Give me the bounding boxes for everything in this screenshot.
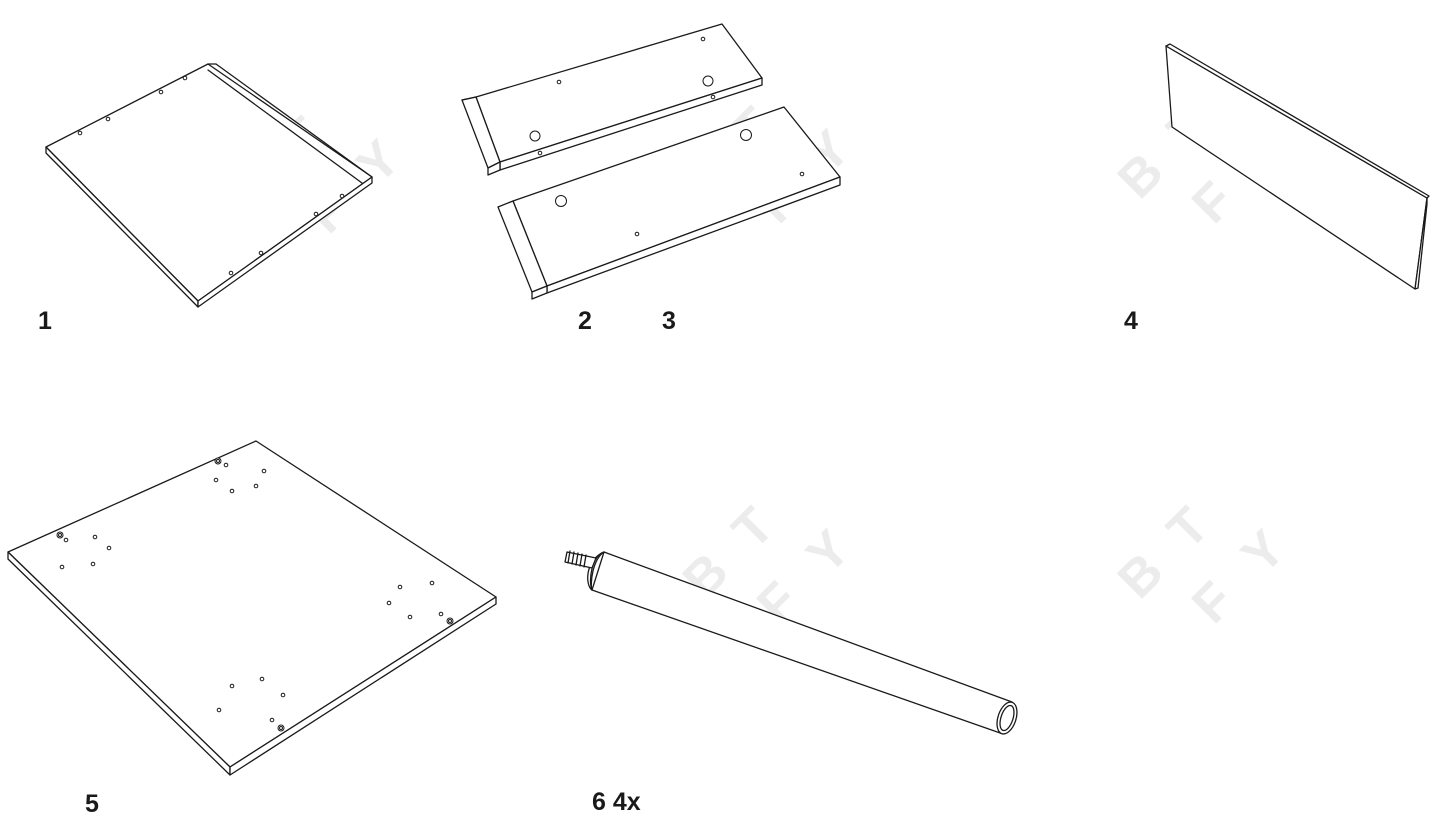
svg-text:T: T (1157, 497, 1221, 561)
svg-text:F: F (1181, 571, 1244, 634)
base-board-icon (7, 440, 497, 776)
svg-text:Y: Y (1231, 519, 1297, 585)
part-label-4: 4 (1124, 307, 1138, 335)
svg-text:T: T (722, 497, 786, 561)
side-rail-icon (497, 106, 841, 300)
part-label-1: 1 (38, 307, 52, 335)
part-label-5: 5 (85, 790, 99, 818)
svg-text:F: F (1181, 171, 1244, 234)
panel-board-icon (45, 63, 373, 308)
svg-text:Y: Y (796, 519, 862, 585)
back-panel-icon (1165, 43, 1430, 290)
side-rail-icon (461, 23, 763, 176)
part-label-3: 3 (662, 307, 676, 335)
svg-text:B: B (1107, 142, 1175, 210)
leg-rod-icon (564, 550, 1018, 735)
part-label-6: 6 4x (592, 788, 641, 816)
part-label-2: 2 (578, 307, 592, 335)
svg-text:B: B (1107, 542, 1175, 610)
